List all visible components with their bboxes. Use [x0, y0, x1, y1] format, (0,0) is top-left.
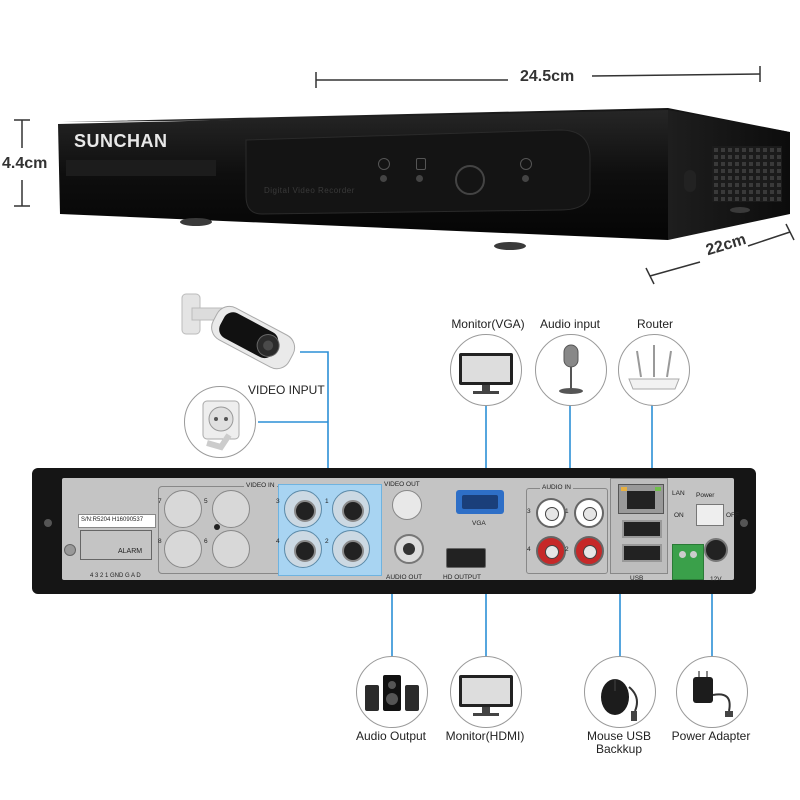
bullet-camera-image: [174, 290, 304, 380]
bnc-port-number: 6: [204, 538, 208, 545]
bnc-port-number: 3: [276, 498, 280, 505]
screw-dot: [214, 524, 220, 530]
bnc-port-number: 8: [158, 538, 162, 545]
usb-port-1: [622, 520, 662, 538]
mount-screw-icon: [740, 519, 748, 527]
power-terminal-green: [672, 544, 704, 580]
monitor-hdmi-label: Monitor(HDMI): [445, 729, 525, 743]
rca-audio-in-port: [574, 498, 604, 528]
bnc-port-number: 5: [204, 498, 208, 505]
alarm-label: ALARM: [118, 548, 143, 555]
alarm-terminal: [80, 530, 152, 560]
rca-audio-in-port: [536, 498, 566, 528]
ground-screw-icon: [64, 544, 76, 556]
bnc-port-number: 7: [158, 498, 162, 505]
mount-screw-icon: [44, 519, 52, 527]
usb-port-2: [622, 544, 662, 562]
on-label: ON: [674, 512, 684, 519]
alarm-pin-labels: 4 3 2 1 GND G A D: [90, 573, 141, 579]
audio-input-label: Audio input: [539, 317, 601, 331]
mouse-icon: [584, 656, 656, 728]
bnc-port-number: 2: [325, 538, 329, 545]
mouse-usb-label-line1: Mouse USB: [586, 729, 652, 743]
video-input-label: VIDEO INPUT: [248, 383, 325, 397]
power-adapter-icon: [676, 656, 748, 728]
brand-logo: SUNCHAN: [74, 131, 168, 151]
lan-label: LAN: [672, 490, 685, 497]
dc-jack: [704, 538, 728, 562]
microphone-icon: [535, 334, 607, 406]
dvr-front-view: [58, 108, 790, 250]
bnc-port-video-in: [332, 490, 370, 528]
audio-in-label: AUDIO IN: [540, 484, 573, 491]
monitor-hdmi-icon: [450, 656, 522, 728]
power-socket-icon: [184, 386, 256, 458]
usb-label: USB: [630, 575, 644, 582]
hdd-led-icon: [416, 158, 426, 170]
ir-receiver-icon: [455, 165, 485, 195]
rca-audio-in-port: [536, 536, 566, 566]
bnc-port-number: 1: [325, 498, 329, 505]
rca-audio-in-port: [574, 536, 604, 566]
monitor-vga-icon: [450, 334, 522, 406]
router-icon: [618, 334, 690, 406]
off-label: OFF: [726, 512, 739, 519]
width-dimension: 24.5cm: [520, 68, 575, 85]
serial-sticker: S/N:R5204 H16090537: [78, 514, 156, 528]
power-switch: [696, 504, 724, 526]
height-dimension: 4.4cm: [2, 155, 48, 172]
audio-out-label: AUDIO OUT: [386, 574, 423, 581]
side-knob: [684, 170, 696, 192]
bnc-port-video-in: [332, 530, 370, 568]
rca-port-number: 4: [527, 546, 531, 553]
monitor-vga-label: Monitor(VGA): [451, 317, 525, 331]
side-vent: [714, 148, 781, 201]
power-label: Power: [696, 492, 715, 499]
hdmi-port: [446, 548, 486, 568]
audio-output-label: Audio Output: [355, 729, 427, 743]
bnc-port-unused: [164, 490, 202, 528]
rca-port-number: 1: [565, 508, 569, 515]
front-caption: Digital Video Recorder: [264, 186, 355, 195]
bnc-port-unused: [212, 530, 250, 568]
power-adapter-label: Power Adapter: [671, 729, 751, 743]
video-out-port: [392, 490, 422, 520]
network-led-icon: [520, 158, 532, 170]
bnc-port-video-in: [284, 490, 322, 528]
bnc-port-number: 4: [276, 538, 280, 545]
lan-port: [618, 484, 664, 514]
rca-port-number: 3: [527, 508, 531, 515]
video-in-label: VIDEO IN: [244, 482, 277, 489]
power-led-icon: [378, 158, 390, 170]
speaker-icon: [356, 656, 428, 728]
dc-label: 12V: [710, 576, 722, 583]
vga-label: VGA: [472, 520, 486, 527]
serial-number: S/N:R5204 H16090537: [81, 517, 144, 523]
led-dot: [380, 175, 387, 182]
video-out-label: VIDEO OUT: [384, 481, 420, 488]
bnc-port-unused: [164, 530, 202, 568]
led-dot: [522, 175, 529, 182]
vga-port: [456, 490, 504, 514]
bnc-port-unused: [212, 490, 250, 528]
mouse-usb-label: Mouse USB Backkup: [578, 730, 660, 756]
rca-port-number: 2: [565, 546, 569, 553]
hd-output-label: HD OUTPUT: [443, 574, 481, 581]
audio-out-port: [394, 534, 424, 564]
mouse-usb-label-line2: Backkup: [595, 742, 643, 756]
bnc-port-video-in: [284, 530, 322, 568]
led-dot: [416, 175, 423, 182]
router-label: Router: [636, 317, 674, 331]
